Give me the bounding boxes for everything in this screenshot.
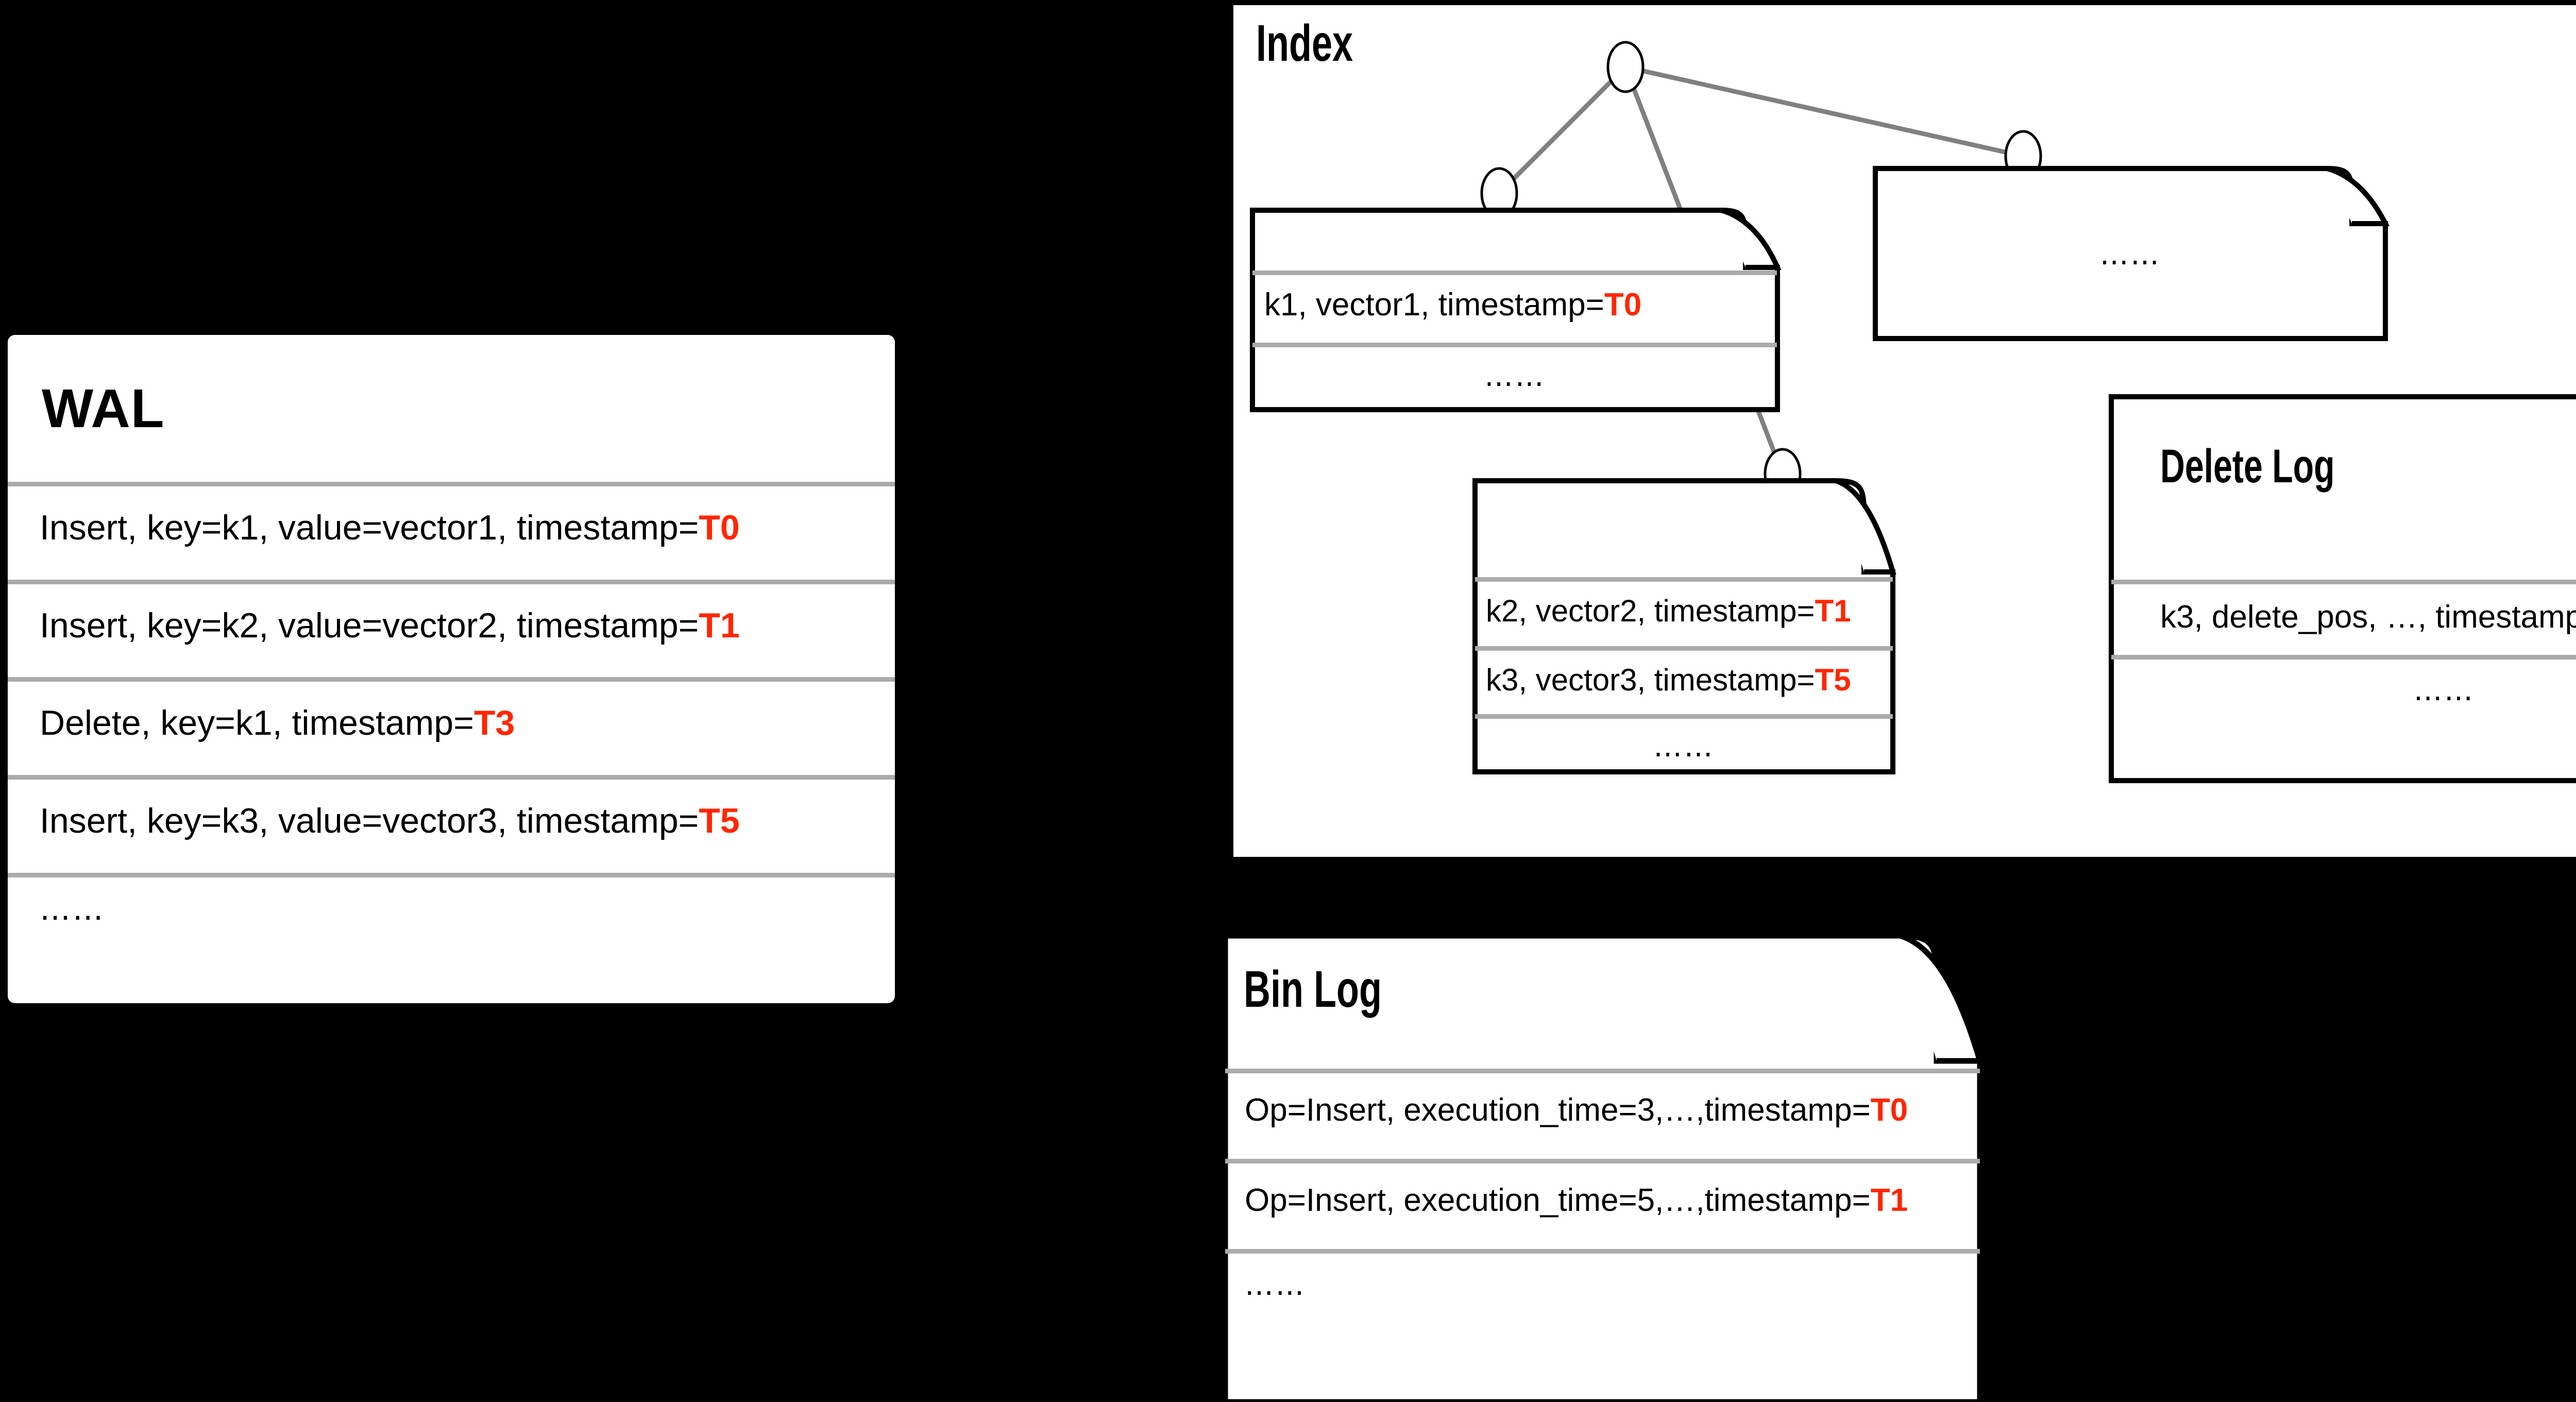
wal-divider-0 <box>8 482 895 486</box>
wal-divider-3 <box>8 775 895 780</box>
tree-edge-root-left <box>1497 65 1628 195</box>
index-card-k2k3-row-1-text: k3, vector3, timestamp= <box>1486 663 1815 697</box>
index-panel: Index k1, vecto <box>1233 5 2576 857</box>
bin-log-divider-2 <box>1225 1249 1980 1254</box>
index-card-k2k3-shape <box>1472 478 1896 774</box>
tree-edge-root-right <box>1625 64 2024 159</box>
delete-log-divider-1 <box>2111 655 2576 660</box>
index-title: Index <box>1256 14 1353 72</box>
index-card-k2k3-row-0: k2, vector2, timestamp=T1 <box>1486 596 1851 627</box>
wal-title: WAL <box>42 378 165 439</box>
index-card-k2k3-row-0-timestamp: T1 <box>1815 594 1851 628</box>
index-card-k1-shape <box>1250 208 1782 412</box>
index-card-k2k3-divider-0 <box>1475 577 1893 582</box>
wal-row-0: Insert, key=k1, value=vector1, timestamp… <box>40 510 740 545</box>
wal-row-2-timestamp: T3 <box>473 703 515 742</box>
wal-divider-1 <box>8 580 895 584</box>
wal-row-0-timestamp: T0 <box>699 508 740 547</box>
index-card-k2k3-row-1: k3, vector3, timestamp=T5 <box>1486 665 1851 696</box>
index-card-k1-ellipsis: …… <box>1484 360 1546 393</box>
index-card-k2k3-divider-2 <box>1475 714 1893 719</box>
bin-log-divider-0 <box>1225 1069 1980 1073</box>
bin-log-row-0-text: Op=Insert, execution_time=3,…,timestamp= <box>1245 1092 1871 1128</box>
wal-row-2: Delete, key=k1, timestamp=T3 <box>40 705 515 740</box>
wal-row-0-text: Insert, key=k1, value=vector1, timestamp… <box>40 508 699 547</box>
index-card-k1-divider-0 <box>1252 271 1777 275</box>
index-card-k1-row-0-timestamp: T0 <box>1604 287 1642 323</box>
index-card-k1-row-0-text: k1, vector1, timestamp= <box>1264 287 1604 323</box>
delete-log-ellipsis: …… <box>2413 674 2475 707</box>
bin-log-row-0-timestamp: T0 <box>1870 1092 1908 1128</box>
tree-node-root <box>1606 41 1645 93</box>
bin-log-shape <box>1222 933 1984 1402</box>
delete-log-divider-0 <box>2111 580 2576 584</box>
wal-row-1-text: Insert, key=k2, value=vector2, timestamp… <box>40 606 699 645</box>
wal-row-3-timestamp: T5 <box>699 801 740 840</box>
bin-log-panel: Bin Log Op=Insert, execution_time=3,…,ti… <box>1222 933 2221 1402</box>
wal-row-1: Insert, key=k2, value=vector2, timestamp… <box>40 608 740 643</box>
index-card-k1-divider-1 <box>1252 343 1777 347</box>
delete-log-row-0: k3, delete_pos, …, timestamp=T3 <box>2160 601 2576 633</box>
delete-log-card-shape <box>2109 394 2576 783</box>
bin-log-row-0: Op=Insert, execution_time=3,…,timestamp=… <box>1245 1094 1908 1126</box>
index-card-more: …… <box>1873 166 2390 341</box>
index-card-more-ellipsis: …… <box>2099 238 2161 272</box>
wal-row-2-text: Delete, key=k1, timestamp= <box>40 703 474 742</box>
index-card-k2k3-row-0-text: k2, vector2, timestamp= <box>1486 594 1815 628</box>
index-card-k1-row-0: k1, vector1, timestamp=T0 <box>1264 289 1641 321</box>
bin-log-ellipsis: …… <box>1245 1269 1306 1302</box>
bin-log-divider-1 <box>1225 1159 1980 1163</box>
wal-row-3: Insert, key=k3, value=vector3, timestamp… <box>40 803 740 838</box>
wal-divider-2 <box>8 677 895 682</box>
wal-panel: WAL Insert, key=k1, value=vector1, times… <box>8 335 895 1003</box>
index-card-k2k3-ellipsis: …… <box>1653 730 1715 764</box>
bin-log-row-1: Op=Insert, execution_time=5,…,timestamp=… <box>1245 1185 1908 1217</box>
index-card-more-shape <box>1873 166 2390 341</box>
index-card-k2k3: k2, vector2, timestamp=T1 k3, vector3, t… <box>1472 478 1896 774</box>
wal-row-ellipsis: …… <box>40 891 106 927</box>
index-card-k1: k1, vector1, timestamp=T0 …… <box>1250 208 1782 412</box>
bin-log-title: Bin Log <box>1244 960 1382 1018</box>
delete-log-row-0-text: k3, delete_pos, …, timestamp= <box>2160 599 2576 635</box>
wal-row-3-text: Insert, key=k3, value=vector3, timestamp… <box>40 801 699 840</box>
bin-log-row-1-text: Op=Insert, execution_time=5,…,timestamp= <box>1245 1183 1871 1218</box>
wal-divider-4 <box>8 873 895 877</box>
wal-row-1-timestamp: T1 <box>699 606 740 645</box>
bin-log-row-1-timestamp: T1 <box>1870 1183 1908 1218</box>
index-card-k2k3-row-1-timestamp: T5 <box>1815 663 1851 697</box>
delete-log-title: Delete Log <box>2160 440 2335 493</box>
delete-log-card: Delete Log k3, delete_pos, …, timestamp=… <box>2109 394 2576 783</box>
index-card-k2k3-divider-1 <box>1475 646 1893 651</box>
